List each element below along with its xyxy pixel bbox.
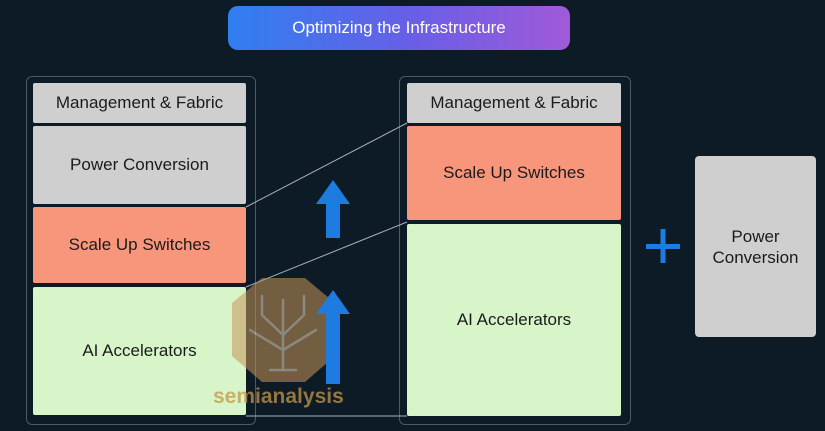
block-label: Management & Fabric	[55, 93, 224, 112]
block-label: Management & Fabric	[430, 93, 598, 112]
block-label: Power Conversion	[70, 155, 209, 174]
block-label-line2: Conversion	[712, 247, 799, 267]
watermark-logo	[232, 278, 335, 382]
block-label: Scale Up Switches	[68, 235, 211, 254]
right-ai-accelerators-block: AI Accelerators	[407, 224, 621, 416]
left-management-fabric-block: Management & Fabric	[33, 83, 246, 123]
block-label: AI Accelerators	[456, 310, 572, 329]
left-ai-accelerators-block: AI Accelerators	[33, 287, 246, 415]
connector-line-middle	[245, 221, 408, 288]
right-rack	[399, 76, 631, 425]
title-banner: Optimizing the Infrastructure	[228, 6, 570, 50]
left-scale-up-switches-block: Scale Up Switches	[33, 207, 246, 283]
left-rack	[26, 76, 256, 425]
block-label-line1: Power	[731, 226, 780, 246]
left-power-conversion-block: Power Conversion	[33, 126, 246, 204]
watermark-text: semianalysis	[213, 385, 344, 408]
up-arrow-icon	[316, 290, 350, 384]
block-label: Scale Up Switches	[443, 163, 585, 182]
external-power-conversion-block: Power Conversion	[695, 156, 816, 337]
right-management-fabric-block: Management & Fabric	[407, 83, 621, 123]
block-label: AI Accelerators	[82, 341, 197, 360]
up-arrow-icon	[316, 180, 350, 238]
connector-line-top	[245, 122, 408, 208]
right-scale-up-switches-block: Scale Up Switches	[407, 126, 621, 220]
title-text: Optimizing the Infrastructure	[292, 18, 506, 37]
